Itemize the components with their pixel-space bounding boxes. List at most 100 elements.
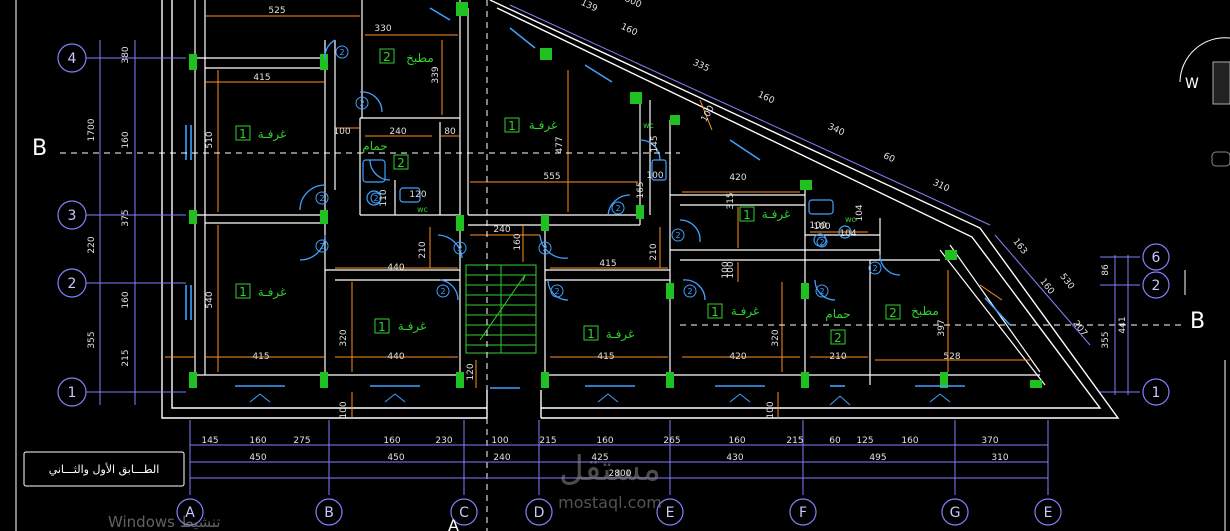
bottom-dim-label: 60	[829, 436, 841, 446]
diagonal-dim-label: 160	[756, 90, 776, 106]
interior-dim-label: 320	[771, 329, 781, 346]
grid-label-right: 6	[1152, 250, 1161, 266]
interior-dim-label: 440	[387, 352, 404, 362]
section-label-left: B	[32, 136, 47, 161]
interior-dim-label: 120	[466, 363, 476, 380]
diagonal-dim-label: 139	[579, 0, 599, 14]
bottom-dim-label: 160	[728, 436, 745, 446]
diagonal-dim-label: 207	[1070, 319, 1088, 339]
door-number-label: 2	[339, 48, 344, 57]
interior-dim-label: 210	[418, 241, 428, 258]
grid-label-bottom: E	[1044, 505, 1053, 521]
bottom-dim-label: 215	[786, 436, 803, 446]
interior-dim-label: 240	[389, 127, 406, 137]
svg-text:غرفـة: غرفـة	[731, 304, 760, 319]
interior-dim-label: 100	[726, 261, 736, 278]
svg-text:1: 1	[711, 305, 719, 319]
grid-label-bottom: E	[666, 505, 675, 521]
svg-text:غرفـة: غرفـة	[258, 127, 287, 142]
left-dim-label: 160	[121, 131, 131, 148]
watermark-logo: مستقل	[559, 449, 661, 489]
grid-label-left: 1	[68, 385, 77, 401]
interior-dim-label: 330	[374, 24, 391, 34]
interior-dim-label: 397	[937, 319, 947, 336]
grid-label-bottom: B	[324, 505, 334, 521]
dimension-lines	[165, 15, 1030, 418]
windows	[185, 7, 1011, 389]
diagonal-dim-label: 163	[1010, 237, 1028, 257]
grid-label-bottom: F	[799, 505, 807, 521]
door-number-label: 2	[542, 244, 547, 253]
bottom-dim-label: 310	[991, 453, 1008, 463]
door-number-label: 2	[687, 287, 692, 296]
left-dim-label: 1700	[87, 118, 97, 141]
stair-section-label: A	[448, 516, 459, 531]
interior-dim-label: 100	[339, 401, 349, 418]
interior-dim-label: 210	[649, 243, 659, 260]
bottom-dim-label: 425	[591, 453, 608, 463]
grid-bubbles	[57, 43, 1170, 526]
grid-label-left: 4	[68, 51, 77, 67]
diagonal-dim-label: 335	[691, 58, 711, 74]
diagonal-dim-label: 310	[931, 178, 951, 194]
interior-dim-label: 510	[205, 131, 215, 148]
grid-label-left: 3	[68, 208, 77, 224]
svg-text:2: 2	[834, 331, 842, 345]
wc-labels: wc wc wc	[417, 121, 856, 224]
svg-text:1: 1	[587, 327, 595, 341]
interior-dim-label: 525	[268, 6, 285, 16]
bottom-dim-label: 125	[856, 436, 873, 446]
svg-text:wc: wc	[417, 205, 428, 214]
svg-text:wc: wc	[845, 215, 856, 224]
diagonal-dim-label: 340	[826, 122, 846, 138]
svg-text:wc: wc	[643, 121, 654, 130]
interior-dim-label: 80	[444, 127, 456, 137]
room-bedroom-topleft: غرفـة 1	[235, 125, 287, 142]
left-dim-label: 375	[121, 209, 131, 226]
bottom-dim-label: 160	[383, 436, 400, 446]
diagonal-dim-label: 60	[882, 151, 897, 165]
diagonal-dim-label: 300	[623, 0, 643, 10]
bottom-dim-label: 240	[493, 453, 510, 463]
left-dim-label: 380	[121, 46, 131, 63]
door-number-label: 2	[440, 287, 445, 296]
interior-dim-label: 100	[721, 261, 731, 278]
svg-text:2: 2	[383, 50, 391, 64]
room-bedroom-center-right: غرفـة 1	[583, 325, 634, 342]
svg-text:مطبخ: مطبخ	[911, 304, 939, 318]
door-number-label: 2	[319, 242, 324, 251]
interior-dim-label: 415	[597, 352, 614, 362]
door-numbers	[315, 45, 882, 298]
bottom-dim-label: 100	[491, 436, 508, 446]
interior-dim-label: 415	[252, 352, 269, 362]
room-bedroom-topmid: غرفـة 1	[504, 117, 557, 133]
edge-logo: W	[1179, 37, 1230, 167]
door-number-label: 2	[554, 287, 559, 296]
door-number-label: 2	[872, 264, 877, 273]
door-number-label: 2	[373, 194, 378, 203]
drawing-frame	[15, 0, 1226, 531]
watermark: مستقل mostaql.com Windows تنشيط	[108, 449, 662, 531]
bottom-dim-label: 230	[435, 436, 452, 446]
interior-dim-label: 240	[493, 225, 510, 235]
column-markers	[189, 2, 1042, 388]
interior-dim-label: 100	[646, 171, 663, 181]
room-kitchen-right: مطبخ 2	[885, 304, 939, 320]
interior-dim-label: 100	[333, 127, 350, 137]
title-block: الطـــابق الأول والثـــاني	[49, 462, 160, 477]
interior-dim-label: 420	[729, 173, 746, 183]
svg-text:1: 1	[378, 320, 386, 334]
diagonal-dim-label: 160	[619, 22, 639, 38]
grid-leaders	[86, 4, 1140, 495]
bottom-dim-label: 430	[726, 453, 743, 463]
bottom-dim-label: 370	[981, 436, 998, 446]
grid-label-bottom: G	[950, 505, 961, 521]
bottom-dim-label: 215	[539, 436, 556, 446]
interior-dim-label: 100	[809, 221, 826, 231]
svg-text:حمام: حمام	[362, 139, 387, 153]
interior-dim-label: 540	[205, 291, 215, 308]
bottom-dim-label: 495	[869, 453, 886, 463]
outer-walls	[161, 0, 1120, 419]
svg-text:غرفـة: غرفـة	[762, 207, 791, 222]
